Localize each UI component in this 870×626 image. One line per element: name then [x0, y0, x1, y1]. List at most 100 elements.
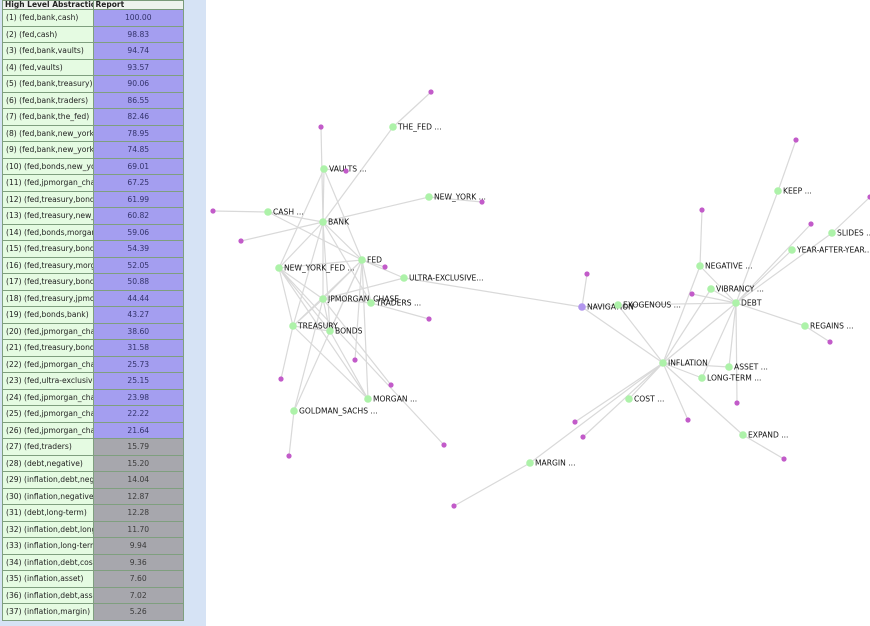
hla-cell[interactable]: (6) (fed,bank,traders) — [2, 91, 94, 109]
table-row[interactable]: (37) (inflation,margin)5.26 — [2, 603, 184, 621]
graph-node-morgan[interactable]: MORGAN ... — [364, 395, 417, 404]
node-dot[interactable] — [732, 299, 740, 307]
concept-graph[interactable]: THE_FED ...VAULTS ...CASH ...BANKNEW_YOR… — [206, 0, 870, 626]
hla-cell[interactable]: (34) (inflation,debt,cost) — [2, 553, 94, 571]
hla-cell[interactable]: (16) (fed,treasury,morgan) — [2, 256, 94, 274]
hla-cell[interactable]: (30) (inflation,negative) — [2, 487, 94, 505]
graph-node-slides[interactable]: SLIDES ... — [828, 229, 870, 238]
hla-cell[interactable]: (19) (fed,bonds,bank) — [2, 306, 94, 324]
column-header-hla[interactable]: High Level Abstraction (HLA) — [2, 0, 94, 10]
table-row[interactable]: (27) (fed,traders)15.79 — [2, 438, 184, 456]
graph-node-ultra-exclusive[interactable]: ULTRA-EXCLUSIVE... — [400, 274, 484, 283]
node-dot[interactable] — [428, 89, 434, 95]
node-dot[interactable] — [698, 374, 706, 382]
hla-cell[interactable]: (32) (inflation,debt,long-term) — [2, 520, 94, 538]
table-row[interactable]: (35) (inflation,asset)7.60 — [2, 570, 184, 588]
table-row[interactable]: (20) (fed,jpmorgan_chase,bank)38.60 — [2, 322, 184, 340]
hla-cell[interactable]: (27) (fed,traders) — [2, 438, 94, 456]
table-row[interactable]: (29) (inflation,debt,negative)14.04 — [2, 471, 184, 489]
leaf-node[interactable] — [343, 168, 349, 174]
node-dot[interactable] — [867, 194, 870, 200]
leaf-node[interactable] — [781, 456, 787, 462]
node-dot[interactable] — [364, 395, 372, 403]
node-dot[interactable] — [659, 359, 667, 367]
node-dot[interactable] — [278, 376, 284, 382]
graph-node-navigation[interactable]: NAVIGATION — [578, 303, 634, 312]
hla-cell[interactable]: (29) (inflation,debt,negative) — [2, 471, 94, 489]
hla-cell[interactable]: (37) (inflation,margin) — [2, 603, 94, 621]
hla-cell[interactable]: (20) (fed,jpmorgan_chase,bank) — [2, 322, 94, 340]
graph-node-debt[interactable]: DEBT — [732, 299, 762, 308]
hla-cell[interactable]: (35) (inflation,asset) — [2, 570, 94, 588]
table-row[interactable]: (36) (inflation,debt,asset)7.02 — [2, 586, 184, 604]
leaf-node[interactable] — [352, 357, 358, 363]
graph-node-year-after-year[interactable]: YEAR-AFTER-YEAR... — [788, 246, 870, 255]
node-dot[interactable] — [580, 434, 586, 440]
table-row[interactable]: (25) (fed,jpmorgan_chase,goldman_sachs)2… — [2, 405, 184, 423]
leaf-node[interactable] — [238, 238, 244, 244]
table-row[interactable]: (24) (fed,jpmorgan_chase,traders)23.98 — [2, 388, 184, 406]
leaf-node[interactable] — [734, 400, 740, 406]
leaf-node[interactable] — [451, 503, 457, 509]
node-dot[interactable] — [400, 274, 408, 282]
table-row[interactable]: (31) (debt,long-term)12.28 — [2, 504, 184, 522]
hla-cell[interactable]: (12) (fed,treasury,bonds,new_york_fed) — [2, 190, 94, 208]
hla-cell[interactable]: (21) (fed,treasury,bonds,bank) — [2, 339, 94, 357]
hla-cell[interactable]: (31) (debt,long-term) — [2, 504, 94, 522]
node-dot[interactable] — [578, 303, 586, 311]
table-row[interactable]: (7) (fed,bank,the_fed)82.46 — [2, 108, 184, 126]
table-row[interactable]: (26) (fed,jpmorgan_chase,bonds)21.64 — [2, 421, 184, 439]
hla-cell[interactable]: (25) (fed,jpmorgan_chase,goldman_sachs) — [2, 405, 94, 423]
node-dot[interactable] — [441, 442, 447, 448]
graph-node-traders[interactable]: TRADERS ... — [367, 299, 421, 308]
table-row[interactable]: (6) (fed,bank,traders)86.55 — [2, 91, 184, 109]
graph-node-goldman-sachs[interactable]: GOLDMAN_SACHS ... — [290, 407, 378, 416]
table-row[interactable]: (32) (inflation,debt,long-term)11.70 — [2, 520, 184, 538]
hla-cell[interactable]: (17) (fed,treasury,bonds,jpmorgan_chase) — [2, 273, 94, 291]
hla-cell[interactable]: (23) (fed,ultra-exclusive) — [2, 372, 94, 390]
hla-cell[interactable]: (5) (fed,bank,treasury) — [2, 75, 94, 93]
hla-cell[interactable]: (14) (fed,bonds,morgan) — [2, 223, 94, 241]
node-dot[interactable] — [625, 395, 633, 403]
node-dot[interactable] — [788, 246, 796, 254]
node-dot[interactable] — [793, 137, 799, 143]
node-dot[interactable] — [382, 264, 388, 270]
graph-node-bonds[interactable]: BONDS — [326, 327, 363, 336]
graph-node-asset[interactable]: ASSET ... — [725, 363, 768, 372]
node-dot[interactable] — [572, 419, 578, 425]
graph-node-keep[interactable]: KEEP ... — [774, 187, 812, 196]
hla-cell[interactable]: (36) (inflation,debt,asset) — [2, 586, 94, 604]
hla-cell[interactable]: (3) (fed,bank,vaults) — [2, 42, 94, 60]
graph-node-cash[interactable]: CASH ... — [264, 208, 304, 217]
table-row[interactable]: (15) (fed,treasury,bonds,morgan)54.39 — [2, 240, 184, 258]
node-dot[interactable] — [526, 459, 534, 467]
table-row[interactable]: (33) (inflation,long-term)9.94 — [2, 537, 184, 555]
leaf-node[interactable] — [286, 453, 292, 459]
graph-node-long-term[interactable]: LONG-TERM ... — [698, 374, 761, 383]
graph-node-treasury[interactable]: TREASURY — [289, 322, 338, 331]
node-dot[interactable] — [210, 208, 216, 214]
hla-cell[interactable]: (8) (fed,bank,new_york_fed) — [2, 124, 94, 142]
table-row[interactable]: (28) (debt,negative)15.20 — [2, 454, 184, 472]
node-dot[interactable] — [425, 193, 433, 201]
leaf-node[interactable] — [426, 316, 432, 322]
node-dot[interactable] — [451, 503, 457, 509]
graph-node-regains[interactable]: REGAINS ... — [801, 322, 854, 331]
leaf-node[interactable] — [699, 207, 705, 213]
leaf-node[interactable] — [318, 124, 324, 130]
leaf-node[interactable] — [479, 199, 485, 205]
graph-node-new-york-fed[interactable]: NEW_YORK_FED ... — [275, 264, 355, 273]
node-dot[interactable] — [286, 453, 292, 459]
node-dot[interactable] — [479, 199, 485, 205]
graph-node-fed[interactable]: FED — [358, 256, 382, 265]
node-dot[interactable] — [707, 285, 715, 293]
node-dot[interactable] — [781, 456, 787, 462]
table-row[interactable]: (5) (fed,bank,treasury)90.06 — [2, 75, 184, 93]
hla-cell[interactable]: (22) (fed,jpmorgan_chase,ultra-exclusive… — [2, 355, 94, 373]
leaf-node[interactable] — [428, 89, 434, 95]
hla-cell[interactable]: (4) (fed,vaults) — [2, 58, 94, 76]
hla-cell[interactable]: (28) (debt,negative) — [2, 454, 94, 472]
table-row[interactable]: (10) (fed,bonds,new_york_fed)69.01 — [2, 157, 184, 175]
table-row[interactable]: (4) (fed,vaults)93.57 — [2, 58, 184, 76]
node-dot[interactable] — [358, 256, 366, 264]
